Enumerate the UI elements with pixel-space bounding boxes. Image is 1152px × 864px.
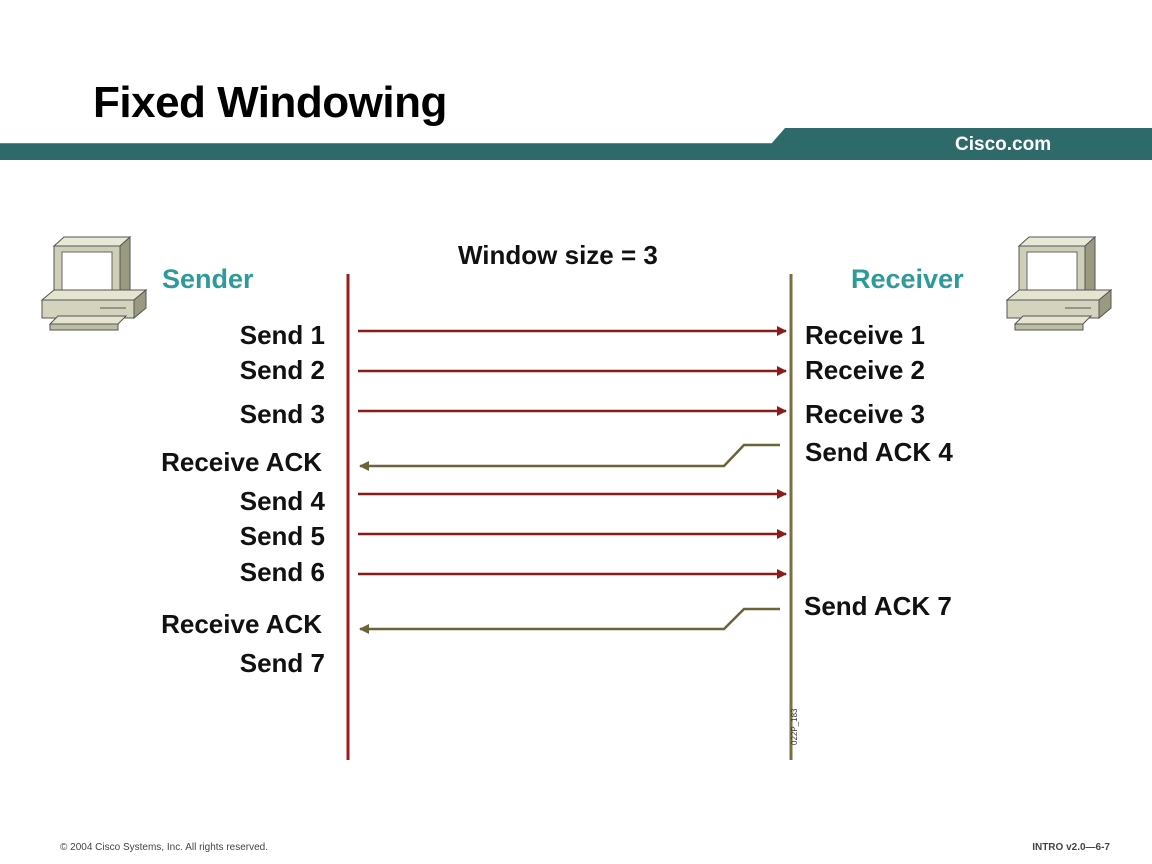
sender-step: Send 4	[239, 486, 325, 516]
slide-title: Fixed Windowing	[93, 78, 447, 127]
receiver-step: Receive 2	[805, 355, 925, 385]
receiver-label: Receiver	[851, 264, 964, 294]
sender-step: Send 6	[239, 557, 325, 587]
sender-step: Send 5	[239, 521, 325, 551]
receiver-step: Receive 3	[805, 399, 925, 429]
receiver-step: Receive 1	[805, 320, 925, 350]
figure-code: 022P_183	[790, 708, 799, 745]
window-size-label: Window size = 3	[458, 240, 658, 270]
course-code-footer: INTRO v2.0—6-7	[1032, 842, 1110, 853]
brand-label: Cisco.com	[955, 134, 1052, 155]
sender-step: Receive ACK	[161, 447, 322, 477]
receiver-computer-icon	[1005, 236, 1113, 331]
sender-computer-icon	[40, 236, 148, 331]
receiver-step: Send ACK 4	[805, 437, 953, 467]
ack-7-arrow	[359, 607, 780, 634]
sender-step: Send 7	[239, 648, 325, 678]
receiver-step: Send ACK 7	[804, 591, 952, 621]
sender-step: Send 1	[239, 320, 325, 350]
title-banner	[0, 128, 1152, 160]
sender-label: Sender	[162, 264, 254, 294]
sender-step: Send 3	[239, 399, 325, 429]
sender-step: Receive ACK	[161, 609, 322, 639]
ack-4-arrow	[359, 443, 780, 471]
copyright-footer: © 2004 Cisco Systems, Inc. All rights re…	[60, 842, 269, 853]
sender-step: Send 2	[239, 355, 325, 385]
